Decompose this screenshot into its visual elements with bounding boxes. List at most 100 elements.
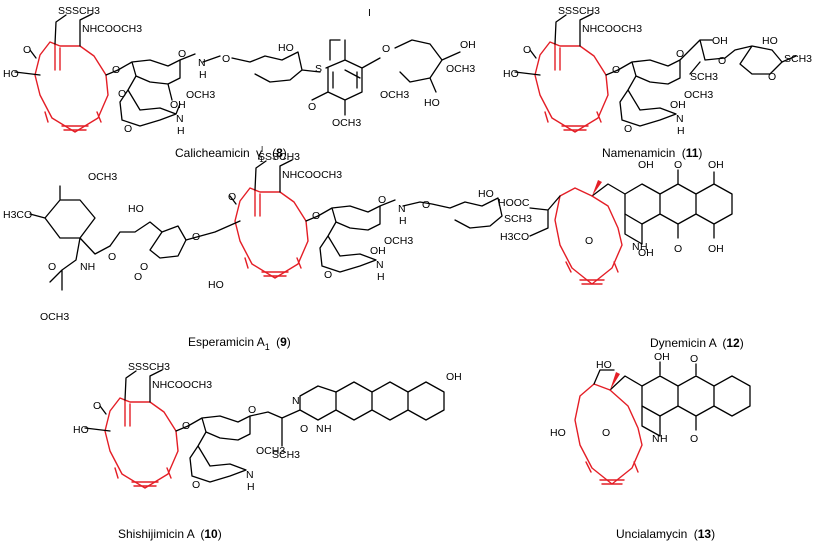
label-sssch3: SSSCH3: [558, 5, 600, 17]
label-sssch3: SSSCH3: [58, 5, 100, 17]
label-o: O: [690, 433, 698, 445]
caption-uncialamycin: Uncialamycin (13): [616, 527, 715, 541]
label-nhcooch3: NHCOOCH3: [282, 169, 342, 181]
label-ketone-o: O: [228, 191, 236, 203]
label-och3: OCH3: [256, 445, 285, 457]
label-nhcooch3: NHCOOCH3: [582, 23, 642, 35]
label-o: O: [612, 64, 620, 76]
label-o: O: [324, 269, 332, 281]
label-h: H: [177, 125, 185, 137]
label-o: O: [674, 243, 682, 255]
label-ho: HO: [478, 188, 494, 200]
label-o: O: [124, 123, 132, 135]
label-h3co: H3CO: [3, 209, 32, 221]
structure-calicheamicin: SSSCH3 NHCOOCH3 O HO O O OH O N H O HO S…: [3, 5, 476, 165]
label-i: I: [368, 7, 371, 19]
label-o: O: [300, 423, 308, 435]
enediyne-core-11: [534, 41, 609, 133]
label-o: O: [192, 479, 200, 491]
label-oh: OH: [638, 159, 654, 171]
label-o: O: [134, 271, 142, 283]
label-n: N: [398, 203, 406, 215]
label-o: O: [118, 88, 126, 100]
structure-uncialamycin: OH O HO HO O N H O Uncialamycin (13): [550, 351, 751, 541]
label-h: H: [247, 481, 255, 493]
label-n: N: [176, 113, 184, 125]
label-och3: OCH3: [380, 89, 409, 101]
label-oh: OH: [708, 243, 724, 255]
label-o: O: [308, 101, 316, 113]
label-ho: HO: [503, 68, 519, 80]
label-o: O: [248, 404, 256, 416]
label-h: H: [399, 215, 407, 227]
label-nhcooch3: NHCOOCH3: [82, 23, 142, 35]
label-och3: OCH3: [684, 89, 713, 101]
label-h: H: [199, 69, 207, 81]
label-n: N: [652, 433, 660, 445]
label-sch3: SCH3: [784, 53, 812, 65]
label-ho: HO: [128, 203, 144, 215]
label-o: O: [108, 251, 116, 263]
caption-namenamicin: Namenamicin (11): [602, 146, 702, 160]
label-o: O: [312, 210, 320, 222]
label-ho: HO: [550, 427, 566, 439]
label-n: N: [632, 241, 640, 253]
label-ho: HO: [424, 97, 440, 109]
enediyne-core-10: [104, 397, 179, 489]
structure-shishijimicin: SSSCH3 NHCOOCH3 O HO O O N N H OH O SCH3…: [73, 361, 462, 541]
label-h: H: [324, 423, 332, 435]
label-o: O: [422, 199, 430, 211]
label-n: N: [198, 57, 206, 69]
label-o: O: [676, 48, 684, 60]
label-o: O: [718, 55, 726, 67]
structure-namenamicin: SSSCH3 NHCOOCH3 O HO O O OH OH O O HO SC…: [503, 5, 812, 160]
label-oh: OH: [370, 245, 386, 257]
label-o: O: [768, 71, 776, 83]
label-o: O: [674, 159, 682, 171]
label-nhcooch3: NHCOOCH3: [152, 379, 212, 391]
label-och3: OCH3: [446, 63, 475, 75]
enediyne-core-8: [34, 41, 109, 133]
label-epoxide-o: O: [602, 427, 610, 439]
label-o: O: [382, 43, 390, 55]
label-nh: NH: [80, 261, 95, 273]
label-hooc: HOOC: [498, 197, 530, 209]
label-o: O: [192, 231, 200, 243]
label-sch3: SCH3: [272, 449, 300, 461]
label-o: O: [112, 64, 120, 76]
label-o: O: [624, 123, 632, 135]
label-oh: OH: [460, 39, 476, 51]
label-s: S: [315, 63, 322, 75]
label-n: N: [246, 469, 254, 481]
label-ho: HO: [596, 359, 612, 371]
label-oh: OH: [712, 35, 728, 47]
structure-dynemicin: OH O OH HOOC H3CO O N H OH O OH Dynemici…: [498, 159, 744, 350]
label-h: H: [640, 241, 648, 253]
label-h: H: [660, 433, 668, 445]
label-oh: OH: [670, 99, 686, 111]
label-o: O: [182, 420, 190, 432]
label-o: O: [222, 53, 230, 65]
caption-esperamicin: Esperamicin A1 (9): [188, 335, 291, 353]
label-n: N: [316, 423, 324, 435]
structure-esperamicin: OCH3 H3CO O HO O O O NH O OCH3 SSSCH3 NH…: [3, 151, 532, 353]
label-o: O: [690, 353, 698, 365]
enediyne-core-13: [574, 383, 643, 485]
label-epoxide-o: O: [585, 235, 593, 247]
label-och3: OCH3: [88, 171, 117, 183]
label-ho: HO: [762, 35, 778, 47]
label-och3: OCH3: [384, 235, 413, 247]
label-n: N: [376, 259, 384, 271]
label-n: N: [292, 395, 300, 407]
label-sch3: SCH3: [690, 71, 718, 83]
label-oh: OH: [654, 351, 670, 363]
label-och3: OCH3: [186, 89, 215, 101]
label-ketone-o: O: [523, 44, 531, 56]
label-och3: OCH3: [40, 311, 69, 323]
label-oh: OH: [638, 247, 654, 259]
label-h: H: [677, 125, 685, 137]
label-sssch3: SSSCH3: [128, 361, 170, 373]
label-h: H: [377, 271, 385, 283]
